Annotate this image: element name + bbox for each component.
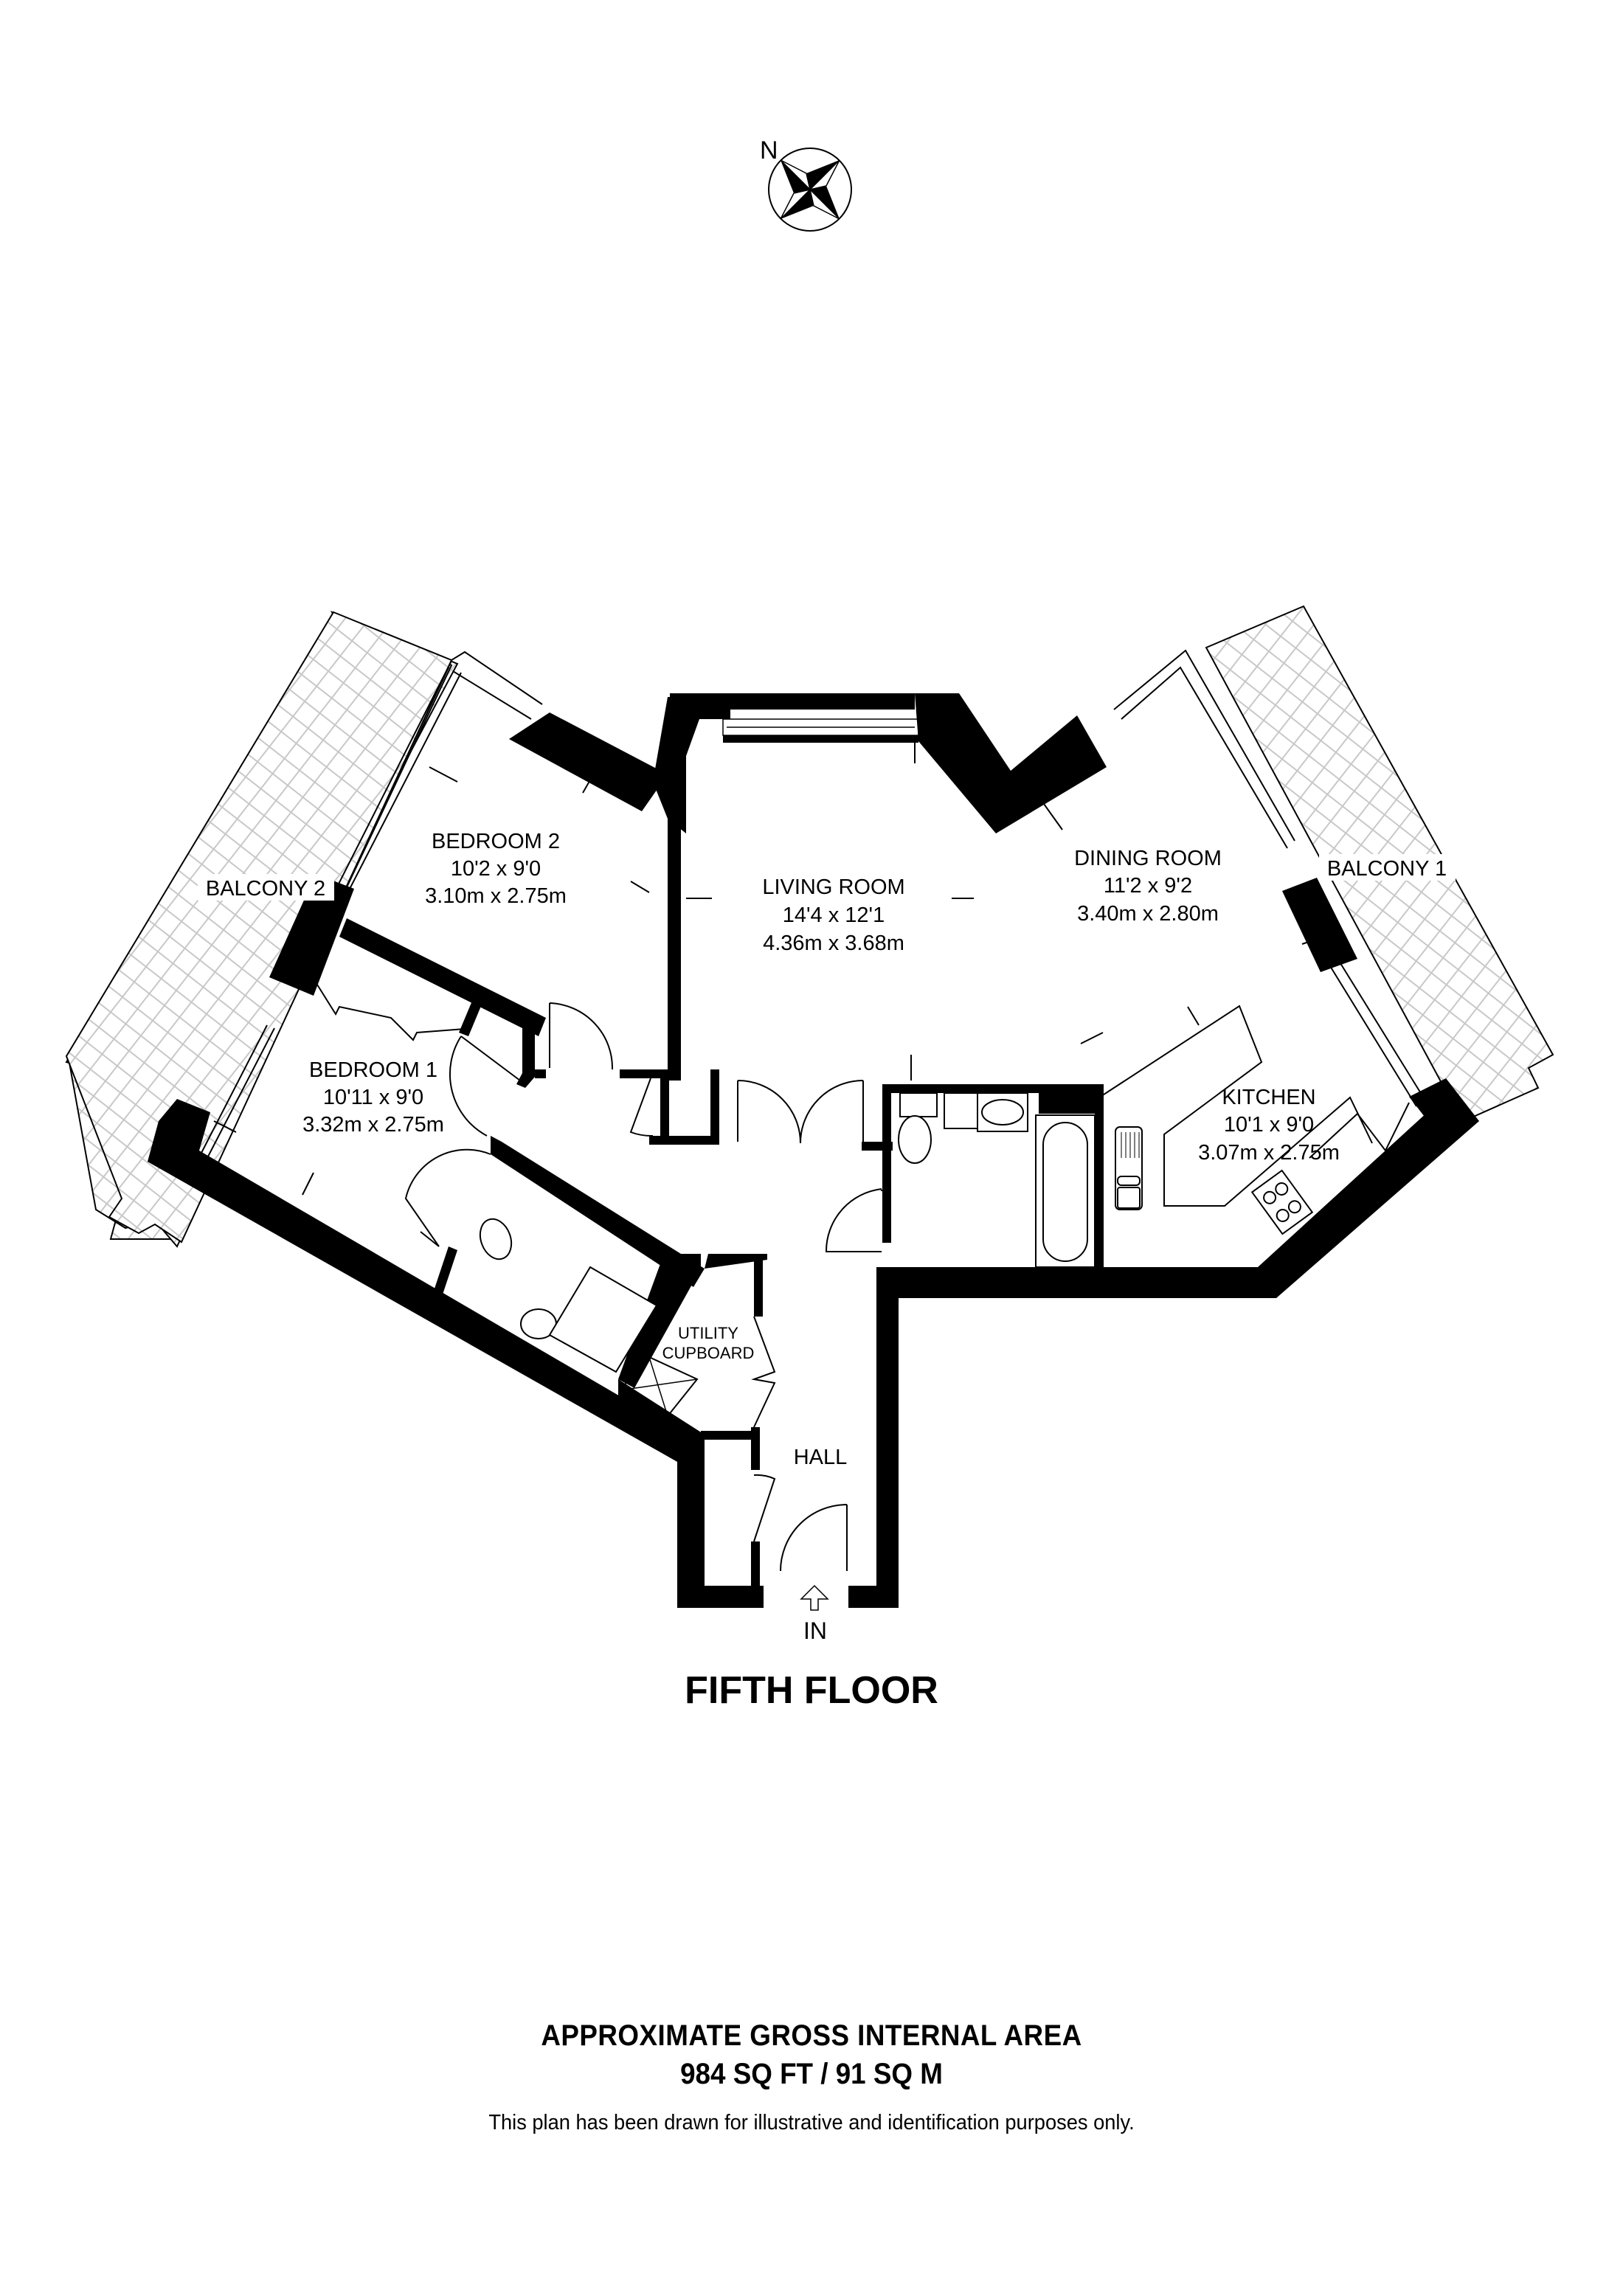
room-name-line1: UTILITY [678,1324,738,1342]
room-dimensions-metric: 3.32m x 2.75m [302,1113,444,1137]
room-balcony-2: BALCONY 2 [198,874,334,901]
balcony-2-deck [65,611,453,1244]
north-label: N [760,136,778,164]
room-bedroom-2: BEDROOM 2 10'2 x 9'0 3.10m x 2.75m [425,830,567,908]
hob-icon [1250,1169,1314,1235]
entrance-label: IN [803,1617,827,1644]
room-balcony-1: BALCONY 1 [1319,854,1456,881]
room-name: LIVING ROOM [762,875,904,899]
room-living-room: LIVING ROOM 14'4 x 12'1 4.36m x 3.68m [762,875,904,955]
room-dimensions-imperial: 11'2 x 9'2 [1104,874,1192,898]
room-name: BALCONY 2 [206,877,325,901]
room-name: HALL [794,1446,848,1469]
room-dimensions-metric: 3.07m x 2.75m [1198,1141,1340,1165]
entrance-arrow-icon [800,1584,829,1611]
room-dining-room: DINING ROOM 11'2 x 9'2 3.40m x 2.80m [1074,847,1222,926]
room-dimensions-imperial: 10'1 x 9'0 [1224,1113,1314,1137]
room-dimensions-metric: 4.36m x 3.68m [763,932,904,955]
room-name-line2: CUPBOARD [662,1344,755,1362]
room-kitchen: KITCHEN 10'1 x 9'0 3.07m x 2.75m [1198,1086,1340,1165]
room-utility-cupboard: UTILITY CUPBOARD [662,1324,755,1362]
room-name: BEDROOM 1 [309,1058,437,1082]
room-dimensions-imperial: 10'2 x 9'0 [451,857,541,881]
fixtures [479,1005,1410,1418]
area-value: 984 SQ FT / 91 SQ M [680,2058,943,2090]
room-dimensions-metric: 3.10m x 2.75m [425,884,567,908]
doors [316,984,882,1572]
entrance-marker: IN [800,1584,829,1644]
room-hall: HALL [794,1446,848,1469]
disclaimer: This plan has been drawn for illustrativ… [488,2111,1135,2134]
floor-title: FIFTH FLOOR [685,1669,938,1712]
room-dimensions-metric: 3.40m x 2.80m [1077,902,1219,926]
room-name: KITCHEN [1222,1086,1315,1109]
room-name: BALCONY 1 [1327,857,1447,881]
room-name: DINING ROOM [1074,847,1222,870]
dimension-arrows [213,741,1325,1247]
room-dimensions-imperial: 10'11 x 9'0 [323,1086,423,1109]
room-dimensions-imperial: 14'4 x 12'1 [783,904,885,927]
compass-rose-icon: N [760,136,852,232]
toilet-icon [898,1115,932,1164]
room-bedroom-1: BEDROOM 1 10'11 x 9'0 3.32m x 2.75m [302,1058,444,1137]
walls [148,693,1479,1608]
room-name: BEDROOM 2 [432,830,560,853]
area-title: APPROXIMATE GROSS INTERNAL AREA [541,2019,1082,2052]
